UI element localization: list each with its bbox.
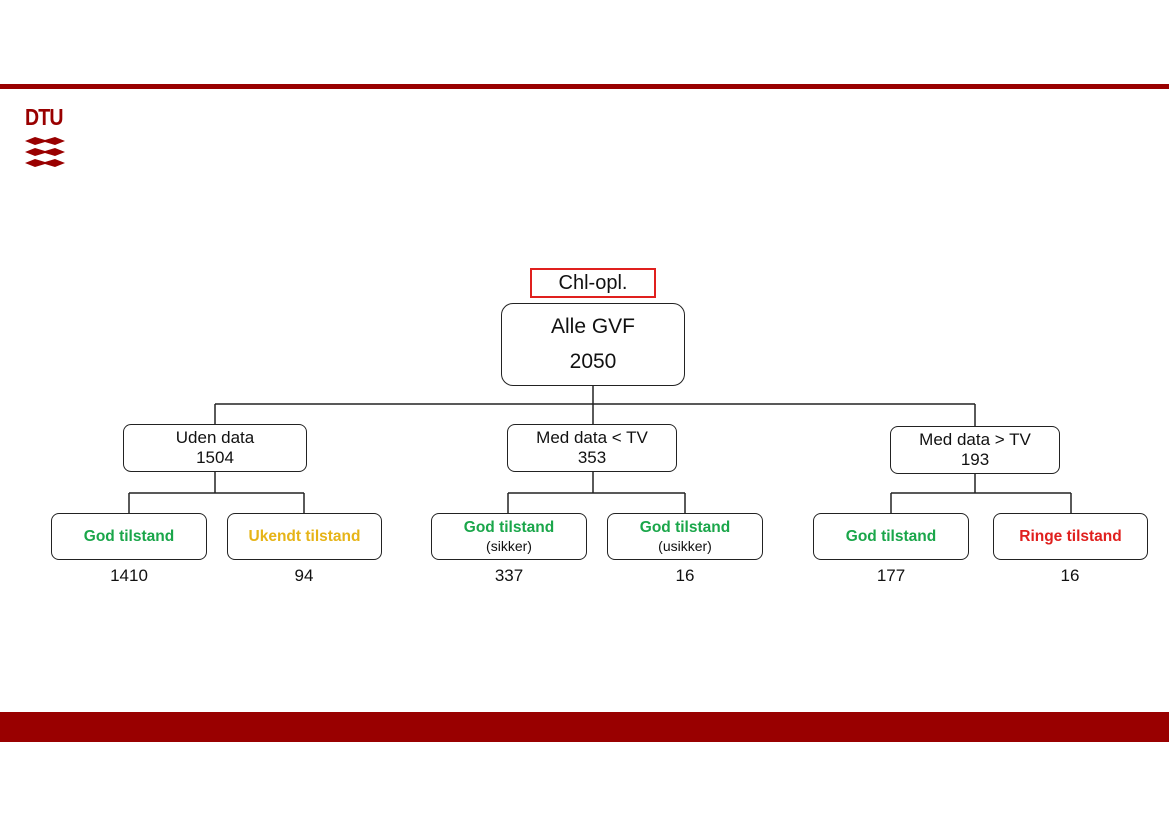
group-node-uden-data: Uden data 1504 xyxy=(123,424,307,472)
leaf-status: Ringe tilstand xyxy=(1019,527,1122,545)
group-value: 353 xyxy=(577,448,607,467)
leaf-node: Ringe tilstand xyxy=(993,513,1148,560)
leaf-status: Ukendt tilstand xyxy=(248,527,361,545)
leaf-count: 16 xyxy=(675,566,695,585)
logo-waves-icon xyxy=(25,137,65,167)
leaf-node: Ukendt tilstand xyxy=(227,513,382,560)
group-node-med-data-under-tv: Med data < TV 353 xyxy=(507,424,677,472)
leaf-status: God tilstand xyxy=(639,519,731,537)
leaf-node: God tilstand xyxy=(813,513,969,560)
group-label: Med data < TV xyxy=(536,428,648,448)
leaf-note: (sikker) xyxy=(486,537,532,554)
leaf-count: 1410 xyxy=(110,566,148,585)
leaf-status: God tilstand xyxy=(83,527,175,545)
leaf-count: 16 xyxy=(1060,566,1080,585)
leaf-status: God tilstand xyxy=(845,527,937,545)
group-label: Uden data xyxy=(175,428,255,448)
leaf-node: God tilstand (sikker) xyxy=(431,513,587,560)
leaf-count: 94 xyxy=(294,566,314,585)
leaf-node: God tilstand (usikker) xyxy=(607,513,763,560)
footer-band xyxy=(0,712,1169,742)
group-value: 193 xyxy=(960,450,990,469)
logo-text: DTU xyxy=(25,104,63,130)
group-node-med-data-over-tv: Med data > TV 193 xyxy=(890,426,1060,474)
dtu-logo: DTU xyxy=(25,106,65,168)
root-node: Alle GVF 2050 xyxy=(501,303,685,386)
leaf-count: 337 xyxy=(494,566,524,585)
diagram-tag: Chl-opl. xyxy=(530,268,656,298)
header-rule xyxy=(0,84,1169,89)
root-title: Alle GVF xyxy=(550,315,636,339)
leaf-count: 177 xyxy=(876,566,906,585)
group-label: Med data > TV xyxy=(919,430,1031,450)
root-value: 2050 xyxy=(569,349,617,373)
leaf-note: (usikker) xyxy=(658,537,712,554)
leaf-node: God tilstand xyxy=(51,513,207,560)
leaf-status: God tilstand xyxy=(463,519,555,537)
group-value: 1504 xyxy=(196,448,234,467)
